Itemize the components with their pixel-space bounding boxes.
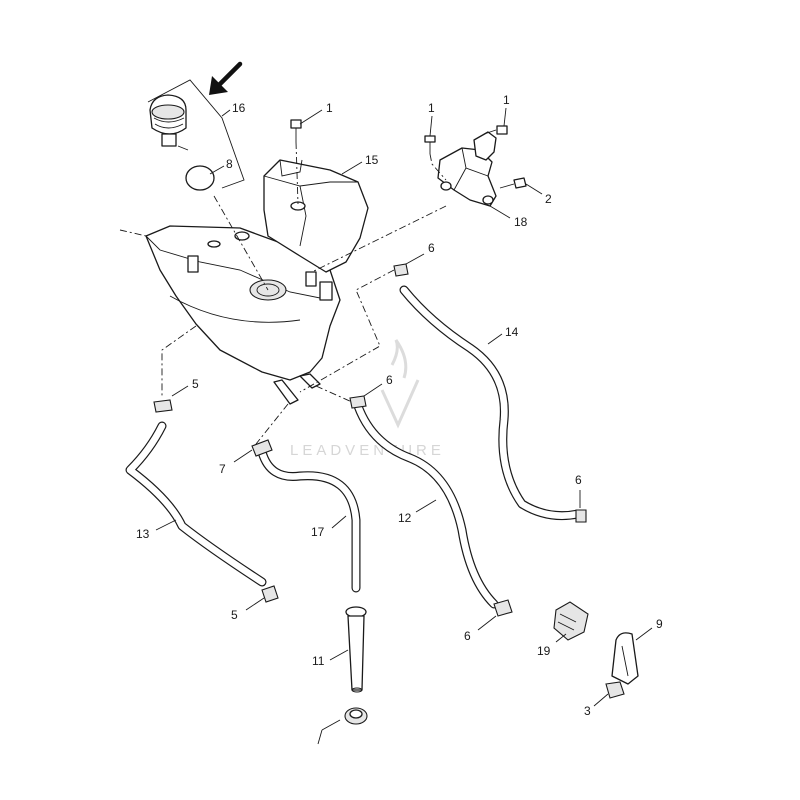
callout-14: 14 (505, 325, 519, 339)
callout-17: 17 (311, 525, 325, 539)
callout-16: 16 (232, 101, 246, 115)
pipe-11 (345, 606, 367, 693)
nut-3 (605, 681, 625, 699)
callout-7: 7 (219, 462, 226, 476)
callout-1-top: 1 (326, 101, 333, 115)
hose-14 (399, 285, 583, 521)
callout-19: 19 (537, 644, 551, 658)
cap-16 (147, 79, 245, 189)
clamp-5-top (153, 399, 173, 413)
bolt-1-bracket-right (483, 125, 508, 135)
bolt-1-top (290, 119, 302, 142)
callout-8: 8 (226, 157, 233, 171)
arrow-down-left-icon (209, 61, 243, 95)
bolt-2 (499, 177, 527, 189)
assembly-lines (119, 141, 447, 445)
callout-11: 11 (312, 654, 325, 668)
callout-6-hose12-bottom: 6 (464, 629, 471, 643)
bolt-1-bracket-left (424, 135, 436, 154)
clamp-6-hose14-bottom (575, 509, 587, 523)
clamp-5-bottom (261, 585, 279, 603)
callout-6-hose14-top: 6 (428, 241, 435, 255)
callout-15: 15 (365, 153, 379, 167)
callout-1-bracket-left: 1 (428, 101, 435, 115)
clip-19 (553, 601, 589, 641)
callout-5-bottom: 5 (231, 608, 238, 622)
watermark-logo (380, 339, 420, 429)
callout-3: 3 (584, 704, 591, 718)
callout-6-hose12-top: 6 (386, 373, 393, 387)
callout-2: 2 (545, 192, 552, 206)
watermark-text: LEADVENTURE (290, 442, 445, 459)
bracket-18 (437, 131, 497, 207)
clamp-9 (611, 632, 639, 685)
callout-5-top: 5 (192, 377, 199, 391)
callout-9: 9 (656, 617, 663, 631)
callout-12: 12 (398, 511, 412, 525)
callout-6-hose14-bottom: 6 (575, 473, 582, 487)
callout-18: 18 (514, 215, 528, 229)
clamp-6-hose12-bottom (493, 599, 513, 617)
o-ring-8 (185, 165, 215, 191)
callout-1-bracket-right: 1 (503, 93, 510, 107)
clamp-7 (251, 439, 273, 457)
callout-13: 13 (136, 527, 150, 541)
clamp-6-hose12-top (349, 395, 367, 409)
reservoir-tank-15 (145, 159, 369, 405)
hose-17 (257, 447, 361, 593)
callouts: 16 8 1 15 1 1 2 18 6 14 5 6 7 6 13 17 12 (136, 93, 663, 745)
hose-12 (353, 401, 499, 609)
hose-13 (125, 421, 267, 587)
clamp-lower (344, 707, 368, 725)
clamp-6-hose14-top (393, 263, 409, 277)
